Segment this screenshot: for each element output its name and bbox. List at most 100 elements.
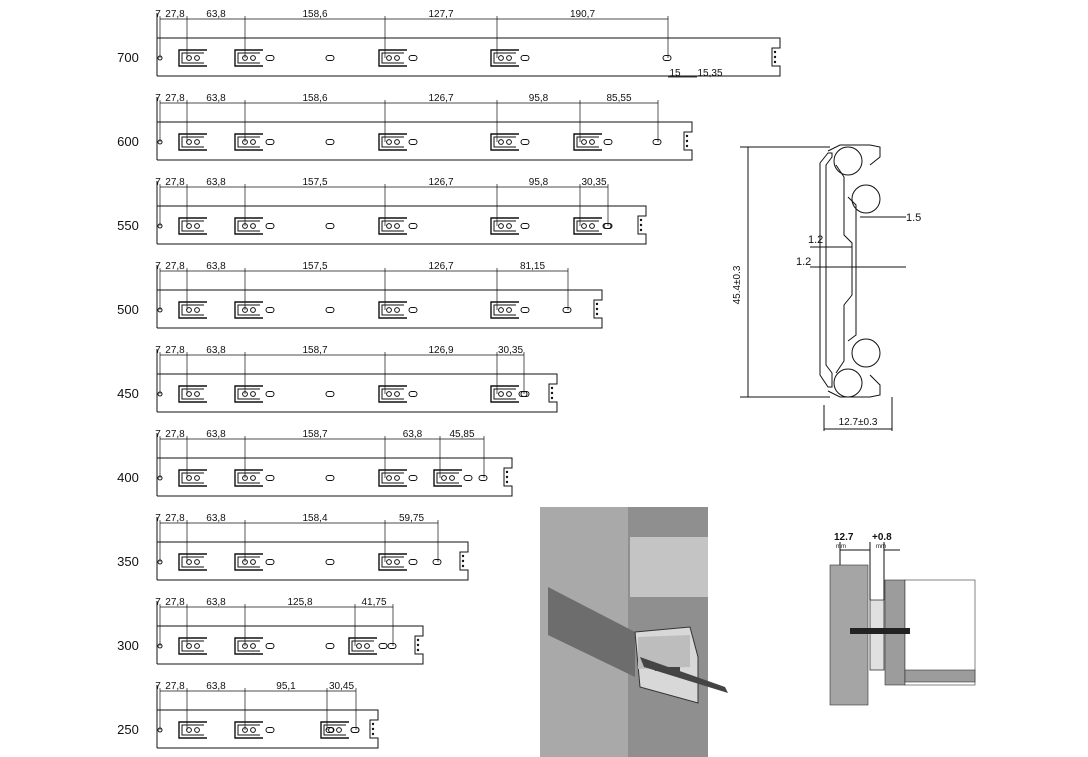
bracket-outline — [234, 721, 263, 739]
rail-body — [157, 289, 603, 329]
mounting-bracket — [490, 49, 519, 67]
dimension-label: 126,9 — [428, 345, 453, 356]
rail-slot — [350, 727, 360, 733]
bracket-inner — [381, 220, 404, 232]
bracket-hole — [250, 391, 256, 397]
bracket-hole — [386, 475, 392, 481]
mounting-bracket — [378, 553, 407, 571]
bracket-hole — [250, 55, 256, 61]
mount-width-1-label: 12.7 — [834, 532, 854, 543]
bracket-inner — [181, 388, 204, 400]
rail-slot — [265, 139, 275, 145]
bracket-hole — [250, 223, 256, 229]
rail-slot — [325, 559, 335, 565]
bracket-hole — [506, 307, 512, 313]
rail-end-notch — [371, 722, 375, 726]
bracket-hole — [356, 643, 362, 649]
bracket-hole — [250, 307, 256, 313]
bracket-outline — [178, 721, 207, 739]
bracket-hole — [506, 55, 512, 61]
mounting-bracket — [490, 301, 519, 319]
bracket-outline — [490, 133, 519, 151]
profile-gap-3-label: 1.2 — [796, 256, 811, 268]
bracket-hole — [250, 139, 256, 145]
dimension-label: 63,8 — [206, 93, 226, 104]
bracket-outline — [178, 385, 207, 403]
bracket-outline — [320, 721, 349, 739]
bracket-outline — [234, 49, 263, 67]
bracket-outline — [573, 217, 602, 235]
rail-end-notch — [505, 480, 509, 484]
bracket-inner — [237, 304, 260, 316]
rail-end-notch — [773, 60, 777, 64]
bracket-outline — [178, 301, 207, 319]
bracket-hole — [194, 307, 200, 313]
rail-length-label: 450 — [117, 386, 139, 401]
bracket-hole — [386, 307, 392, 313]
dimension-label: 27,8 — [165, 93, 185, 104]
rail-slot — [520, 55, 530, 61]
rail-length-label: 300 — [117, 638, 139, 653]
dimension-label: 27,8 — [165, 681, 185, 692]
bracket-inner — [381, 388, 404, 400]
dimension-label: 95,8 — [529, 177, 549, 188]
dimension-label: 7 — [155, 597, 161, 608]
rail-slot — [325, 475, 335, 481]
dimension-label: 158,7 — [302, 345, 327, 356]
rail-body — [157, 625, 424, 665]
mounting-bracket — [178, 133, 207, 151]
mounting-bracket — [573, 217, 602, 235]
bracket-inner — [381, 304, 404, 316]
bracket-inner — [181, 472, 204, 484]
rail-end-notch — [371, 727, 375, 731]
bracket-outline — [378, 553, 407, 571]
profile-width-label: 12.7±0.3 — [839, 417, 878, 428]
bracket-hole — [250, 475, 256, 481]
bracket-hole — [394, 139, 400, 145]
bracket-outline — [348, 637, 377, 655]
bracket-hole — [394, 559, 400, 565]
bracket-hole — [186, 55, 192, 61]
dimension-label: 27,8 — [165, 597, 185, 608]
bracket-inner — [181, 136, 204, 148]
bracket-outline — [490, 301, 519, 319]
bracket-hole — [386, 55, 392, 61]
dimension-label: 95,1 — [276, 681, 296, 692]
bracket-hole — [186, 475, 192, 481]
dimension-label: 127,7 — [428, 9, 453, 20]
mounting-bracket — [234, 133, 263, 151]
bracket-hole — [250, 643, 256, 649]
mounting-bracket — [378, 385, 407, 403]
bracket-inner — [181, 304, 204, 316]
dimension-label: 27,8 — [165, 429, 185, 440]
dimension-label: 27,8 — [165, 261, 185, 272]
rail-slot — [408, 55, 418, 61]
bracket-inner — [493, 304, 516, 316]
bracket-hole — [498, 391, 504, 397]
dimension-label: 158,6 — [302, 93, 327, 104]
rail-slot — [408, 307, 418, 313]
dimension-label: 45,85 — [449, 429, 474, 440]
bracket-outline — [378, 385, 407, 403]
rail-slot — [325, 223, 335, 229]
rail-slot — [265, 475, 275, 481]
bracket-inner — [237, 472, 260, 484]
bracket-hole — [186, 391, 192, 397]
rail-slot — [265, 559, 275, 565]
dimension-label: 158,4 — [302, 513, 327, 524]
profile-gap-1-label: 1.5 — [906, 212, 921, 224]
mounting-bracket — [490, 217, 519, 235]
dimension-label: 7 — [155, 429, 161, 440]
dimension-label: 27,8 — [165, 513, 185, 524]
dimension-label: 157,5 — [302, 261, 327, 272]
rail-body — [157, 37, 781, 77]
drawer-installation-photo — [540, 507, 728, 757]
bracket-hole — [506, 391, 512, 397]
dimension-label: 7 — [155, 513, 161, 524]
rail-length-label: 550 — [117, 218, 139, 233]
dimension-label: 59,75 — [399, 513, 424, 524]
bracket-outline — [178, 637, 207, 655]
rail-end-notch — [461, 554, 465, 558]
dimension-label: 7 — [155, 177, 161, 188]
